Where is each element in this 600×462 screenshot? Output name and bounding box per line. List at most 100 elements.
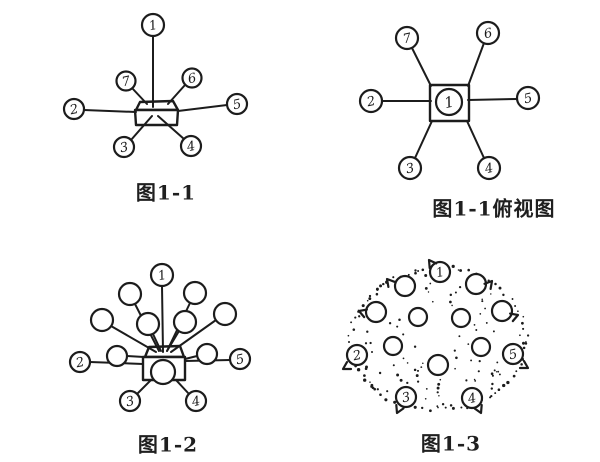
plain-circle bbox=[172, 309, 198, 335]
node-label-4: 4 bbox=[190, 394, 202, 411]
figure-fig-1-2: 1 2 5 3 4 bbox=[68, 262, 252, 413]
node-label-3: 3 bbox=[125, 394, 136, 410]
node-label-3: 3 bbox=[405, 161, 416, 177]
figure-fig-1-3: 1 2 5 3 4 bbox=[341, 258, 530, 415]
node-label-2: 2 bbox=[68, 102, 80, 119]
connector-line bbox=[161, 285, 164, 353]
plain-circle bbox=[135, 311, 161, 337]
node-label-4: 4 bbox=[483, 161, 495, 178]
node-circle-3 bbox=[118, 389, 142, 413]
fixture-box bbox=[134, 99, 180, 112]
node-circle-5 bbox=[228, 347, 252, 371]
connector-line bbox=[467, 42, 485, 87]
plain-circle bbox=[450, 307, 472, 329]
node-circle-3 bbox=[112, 135, 136, 159]
connector-line bbox=[131, 87, 148, 105]
plain-circle bbox=[89, 307, 115, 333]
node-circle-4 bbox=[460, 386, 484, 410]
plain-circle bbox=[470, 336, 492, 358]
direction-arrow-icon bbox=[395, 403, 405, 415]
caption-fig-1-1-top-view: 图1-1俯视图 bbox=[432, 196, 556, 221]
plain-circle bbox=[393, 274, 417, 298]
connector-line bbox=[126, 355, 145, 358]
plain-circle bbox=[364, 300, 388, 324]
direction-arrow-icon bbox=[385, 277, 396, 288]
connector-line bbox=[157, 115, 185, 140]
node-circle-2 bbox=[68, 350, 92, 374]
direction-arrow-icon bbox=[483, 279, 494, 290]
node-circle-7 bbox=[394, 25, 420, 51]
node-circle-2 bbox=[345, 343, 369, 367]
connector-line bbox=[110, 325, 157, 353]
node-label-2: 2 bbox=[365, 94, 377, 111]
connector-line bbox=[136, 379, 152, 395]
node-circle-3 bbox=[397, 155, 423, 181]
node-label-5: 5 bbox=[232, 97, 243, 113]
node-label-2: 2 bbox=[74, 355, 86, 372]
node-circle-1 bbox=[140, 12, 166, 38]
plain-circle bbox=[407, 306, 429, 328]
plain-circle bbox=[426, 353, 450, 377]
node-circle-7 bbox=[115, 70, 137, 92]
direction-arrow-icon bbox=[341, 361, 353, 371]
connector-line bbox=[184, 355, 198, 360]
caption-fig-1-1: 图1-1 bbox=[135, 180, 197, 205]
plain-circle bbox=[117, 281, 143, 307]
node-label-6: 6 bbox=[187, 71, 198, 87]
node-circle-5 bbox=[225, 92, 249, 116]
direction-arrow-icon bbox=[518, 360, 530, 370]
node-circle-6 bbox=[475, 20, 501, 46]
node-circle-1 bbox=[434, 87, 464, 117]
plain-circle bbox=[149, 358, 177, 386]
plain-circle bbox=[464, 272, 488, 296]
connector-line bbox=[414, 120, 433, 159]
node-label-3: 3 bbox=[119, 140, 130, 156]
node-label-1: 1 bbox=[443, 93, 456, 113]
plain-circle bbox=[105, 344, 129, 368]
node-label-2: 2 bbox=[351, 348, 363, 365]
plain-circle bbox=[212, 301, 238, 327]
plain-circle bbox=[382, 335, 404, 357]
fixture-box bbox=[133, 108, 180, 127]
node-label-4: 4 bbox=[466, 391, 478, 408]
node-label-6: 6 bbox=[483, 26, 494, 42]
connector-line bbox=[83, 109, 137, 113]
node-label-7: 7 bbox=[121, 74, 133, 91]
node-label-1: 1 bbox=[157, 268, 168, 284]
connector-line bbox=[167, 84, 186, 105]
node-circle-6 bbox=[181, 67, 203, 89]
connector-line bbox=[177, 104, 228, 112]
node-circle-1 bbox=[428, 260, 452, 284]
node-label-1: 1 bbox=[148, 18, 159, 34]
figure-fig-1-1: 1 7 6 2 5 3 4 bbox=[62, 12, 249, 159]
caption-fig-1-2: 图1-2 bbox=[137, 432, 199, 457]
direction-arrow-icon bbox=[473, 403, 483, 415]
node-label-1: 1 bbox=[435, 265, 446, 281]
plain-circle bbox=[182, 280, 208, 306]
node-label-4: 4 bbox=[185, 139, 197, 156]
node-circle-5 bbox=[515, 85, 541, 111]
direction-arrow-icon bbox=[357, 308, 368, 319]
node-label-5: 5 bbox=[235, 352, 246, 368]
node-circle-3 bbox=[394, 385, 418, 409]
node-label-5: 5 bbox=[508, 347, 519, 363]
plain-circle bbox=[195, 342, 219, 366]
connector-line bbox=[467, 98, 518, 101]
connector-line bbox=[466, 120, 485, 159]
node-label-3: 3 bbox=[401, 390, 412, 406]
node-circle-4 bbox=[184, 389, 208, 413]
node-circle-2 bbox=[358, 88, 384, 114]
plain-circle bbox=[490, 299, 514, 323]
connector-line bbox=[175, 379, 190, 395]
direction-arrow-icon bbox=[509, 312, 520, 323]
node-circle-1 bbox=[149, 262, 175, 288]
connector-line bbox=[130, 115, 153, 141]
stipple-dots bbox=[347, 264, 530, 413]
connector-line bbox=[411, 47, 432, 87]
node-circle-4 bbox=[179, 134, 203, 158]
node-label-5: 5 bbox=[523, 91, 534, 107]
connector-line bbox=[170, 319, 217, 353]
